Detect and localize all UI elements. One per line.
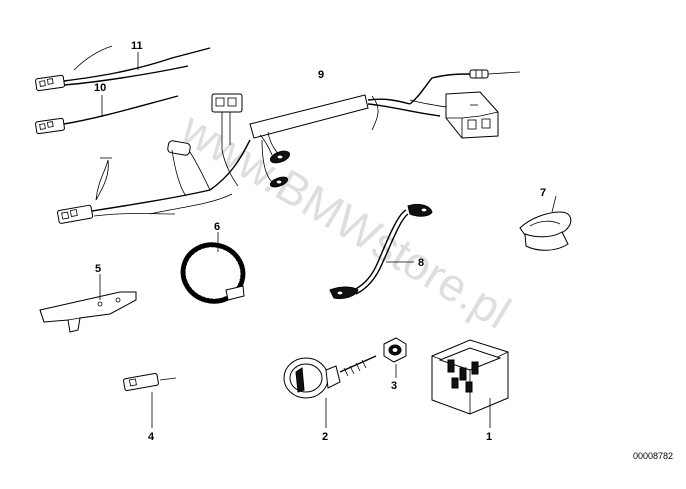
part-8-ground-strap: [329, 203, 433, 299]
callout-10: 10: [94, 82, 106, 94]
part-6-cable-strap: [180, 232, 246, 304]
part-2-switch: [283, 355, 377, 428]
part-4-plug: [123, 372, 177, 428]
callout-3: 3: [391, 380, 397, 392]
part-9-wiring-harness: [57, 69, 521, 224]
callout-4: 4: [148, 431, 155, 443]
callout-6: 6: [214, 221, 220, 233]
diagram-code: 00008782: [633, 451, 673, 461]
part-5-bracket: [39, 274, 137, 333]
callout-7: 7: [540, 187, 546, 199]
callout-1: 1: [486, 431, 492, 443]
callout-8: 8: [418, 257, 424, 269]
callout-9: 9: [318, 69, 324, 81]
part-3-nut: [383, 337, 407, 378]
callout-2: 2: [322, 431, 328, 443]
callout-5: 5: [95, 263, 101, 275]
callout-11: 11: [131, 40, 143, 52]
part-1-relay: [431, 339, 509, 428]
part-10-wire-connector: [35, 95, 179, 135]
part-11-wire-connector: [35, 45, 211, 92]
part-7-clip: [519, 195, 572, 251]
